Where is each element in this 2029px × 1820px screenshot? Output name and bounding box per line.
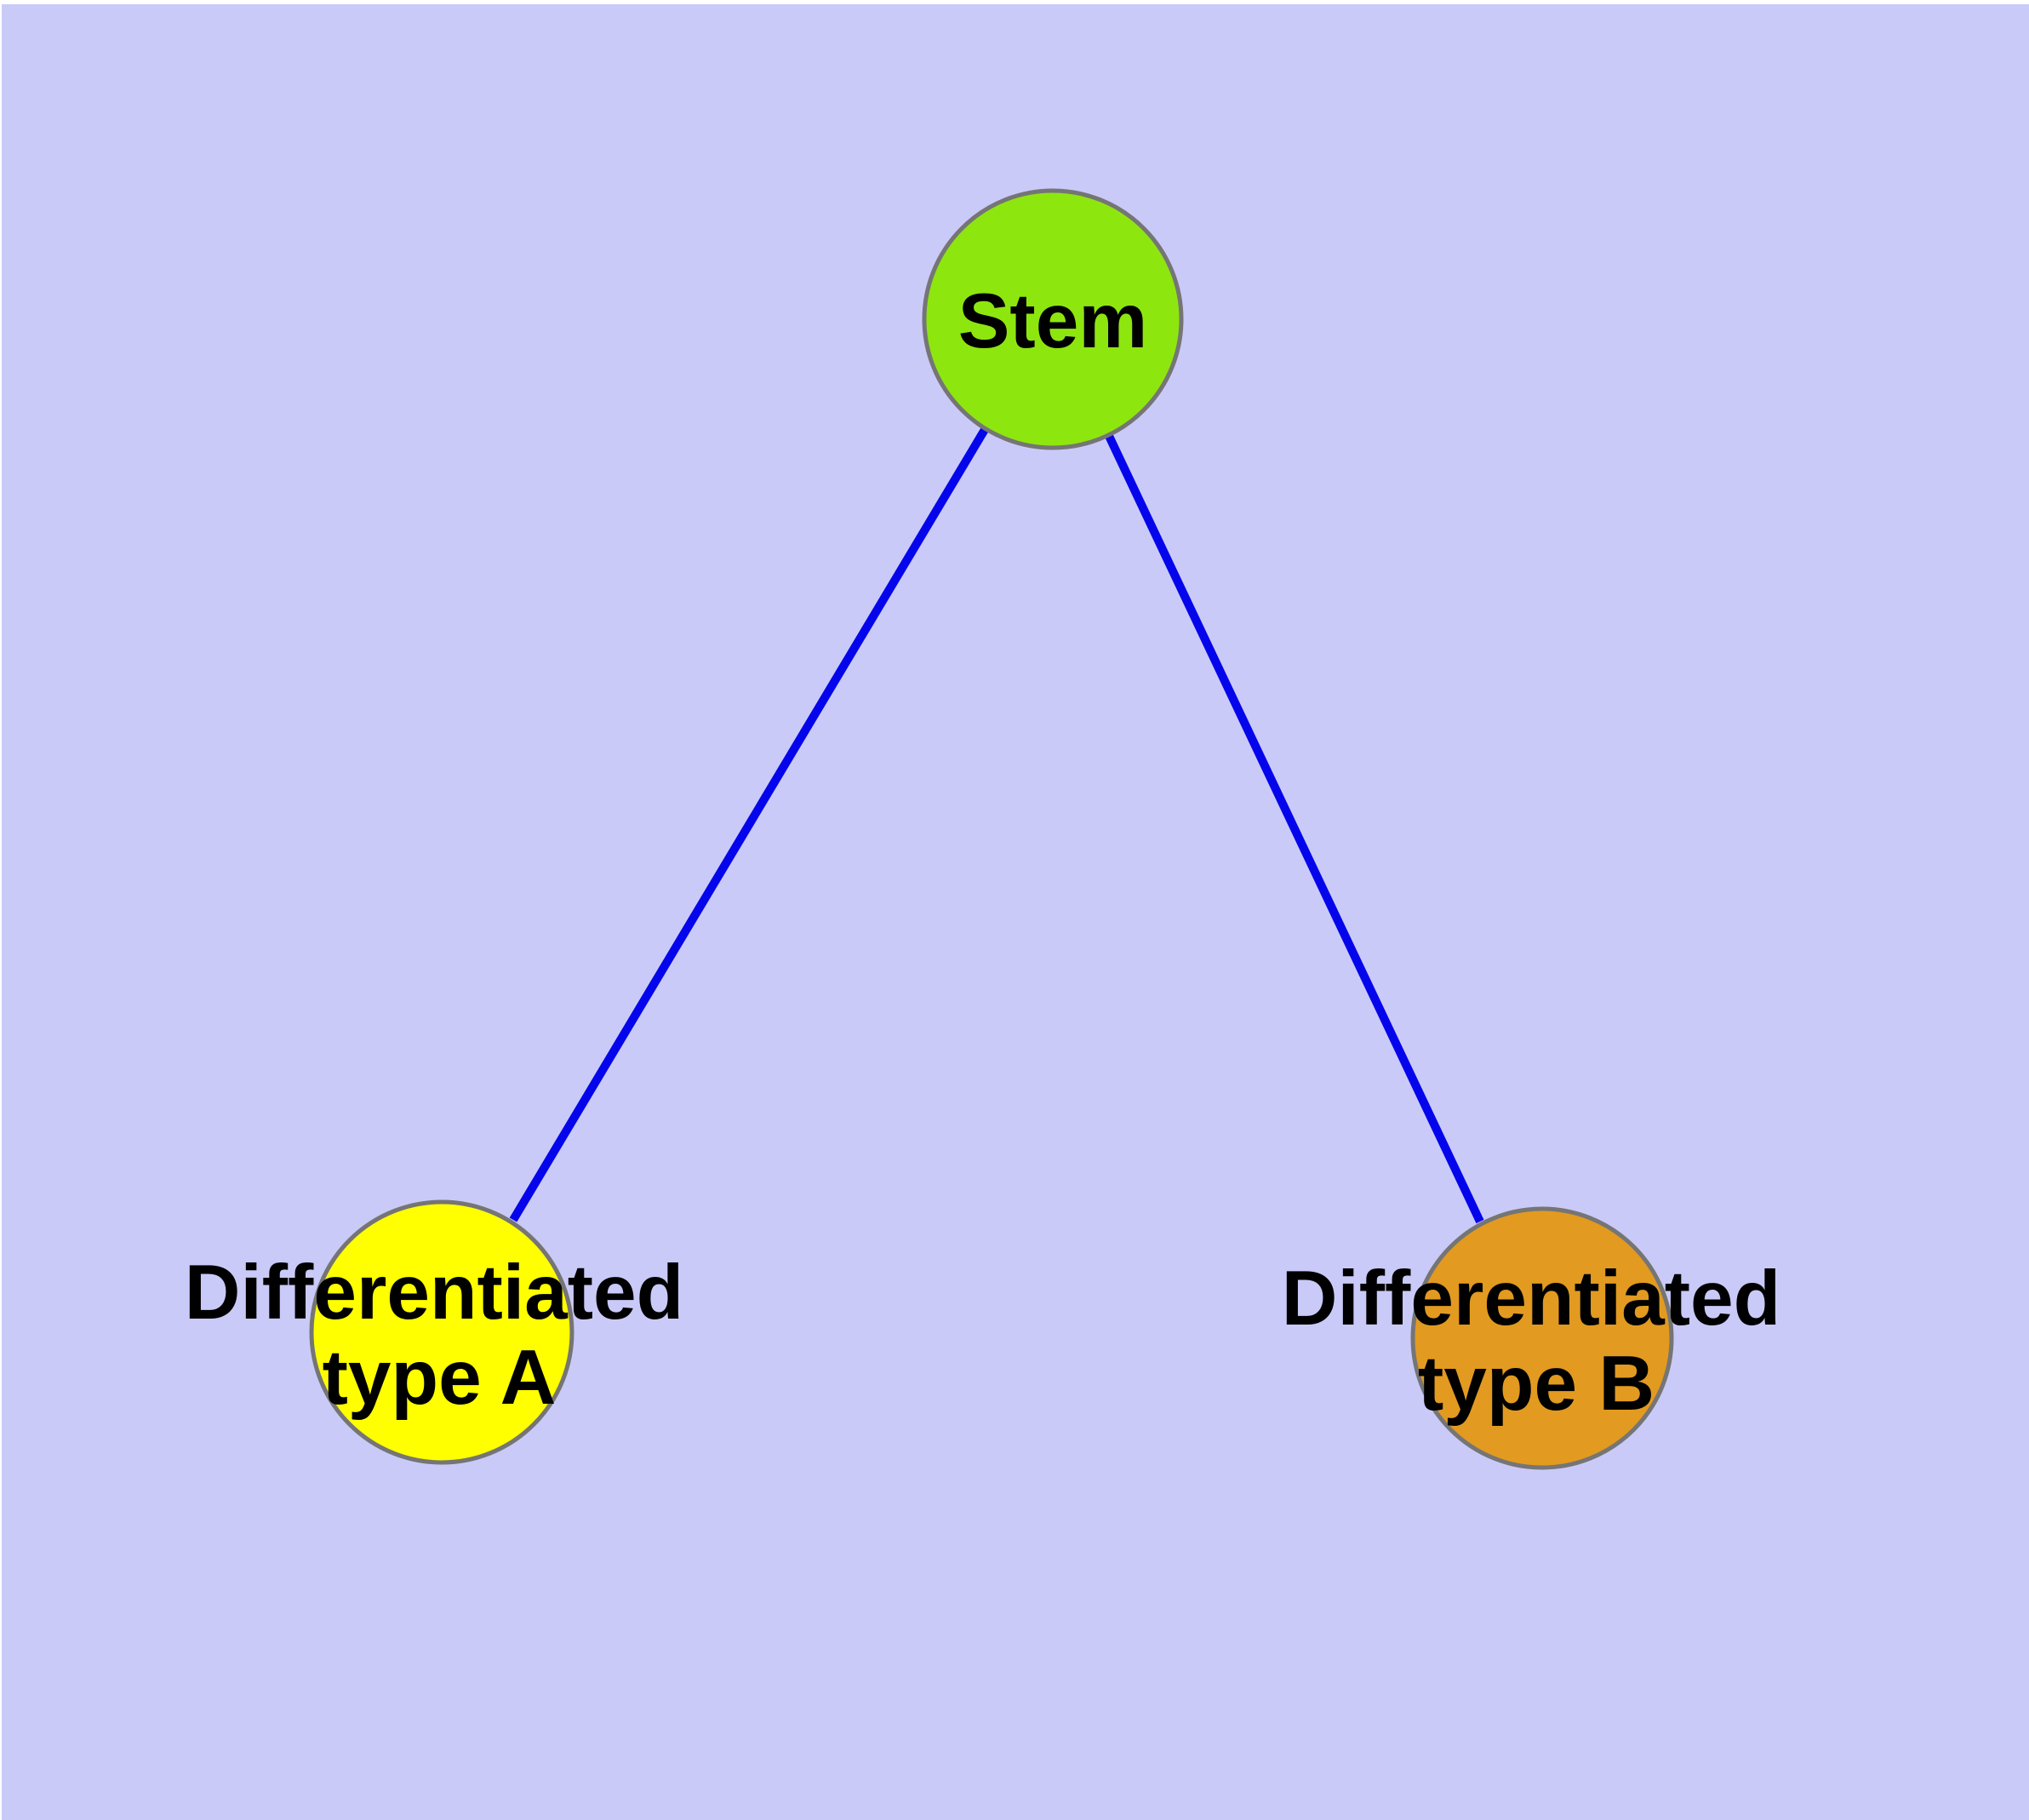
node-type-a-label-line1: Differentiated xyxy=(185,1250,684,1336)
node-differentiated-type-b: Differentiated type B xyxy=(1282,1206,1781,1470)
edge-stem-to-type-a xyxy=(509,426,990,1222)
edges xyxy=(509,426,1484,1224)
node-differentiated-type-a: Differentiated type A xyxy=(185,1199,684,1465)
node-type-b-circle xyxy=(1410,1206,1674,1470)
node-type-a-circle xyxy=(309,1199,574,1465)
node-type-b-label-line1: Differentiated xyxy=(1282,1256,1781,1342)
node-type-a-label-line2: type A xyxy=(323,1335,557,1421)
edge-stem-to-type-b xyxy=(1104,432,1484,1224)
node-stem: Stem xyxy=(922,188,1184,450)
node-type-b-label-line2: type B xyxy=(1418,1341,1655,1427)
node-stem-label: Stem xyxy=(958,278,1148,364)
node-stem-circle xyxy=(922,188,1184,450)
